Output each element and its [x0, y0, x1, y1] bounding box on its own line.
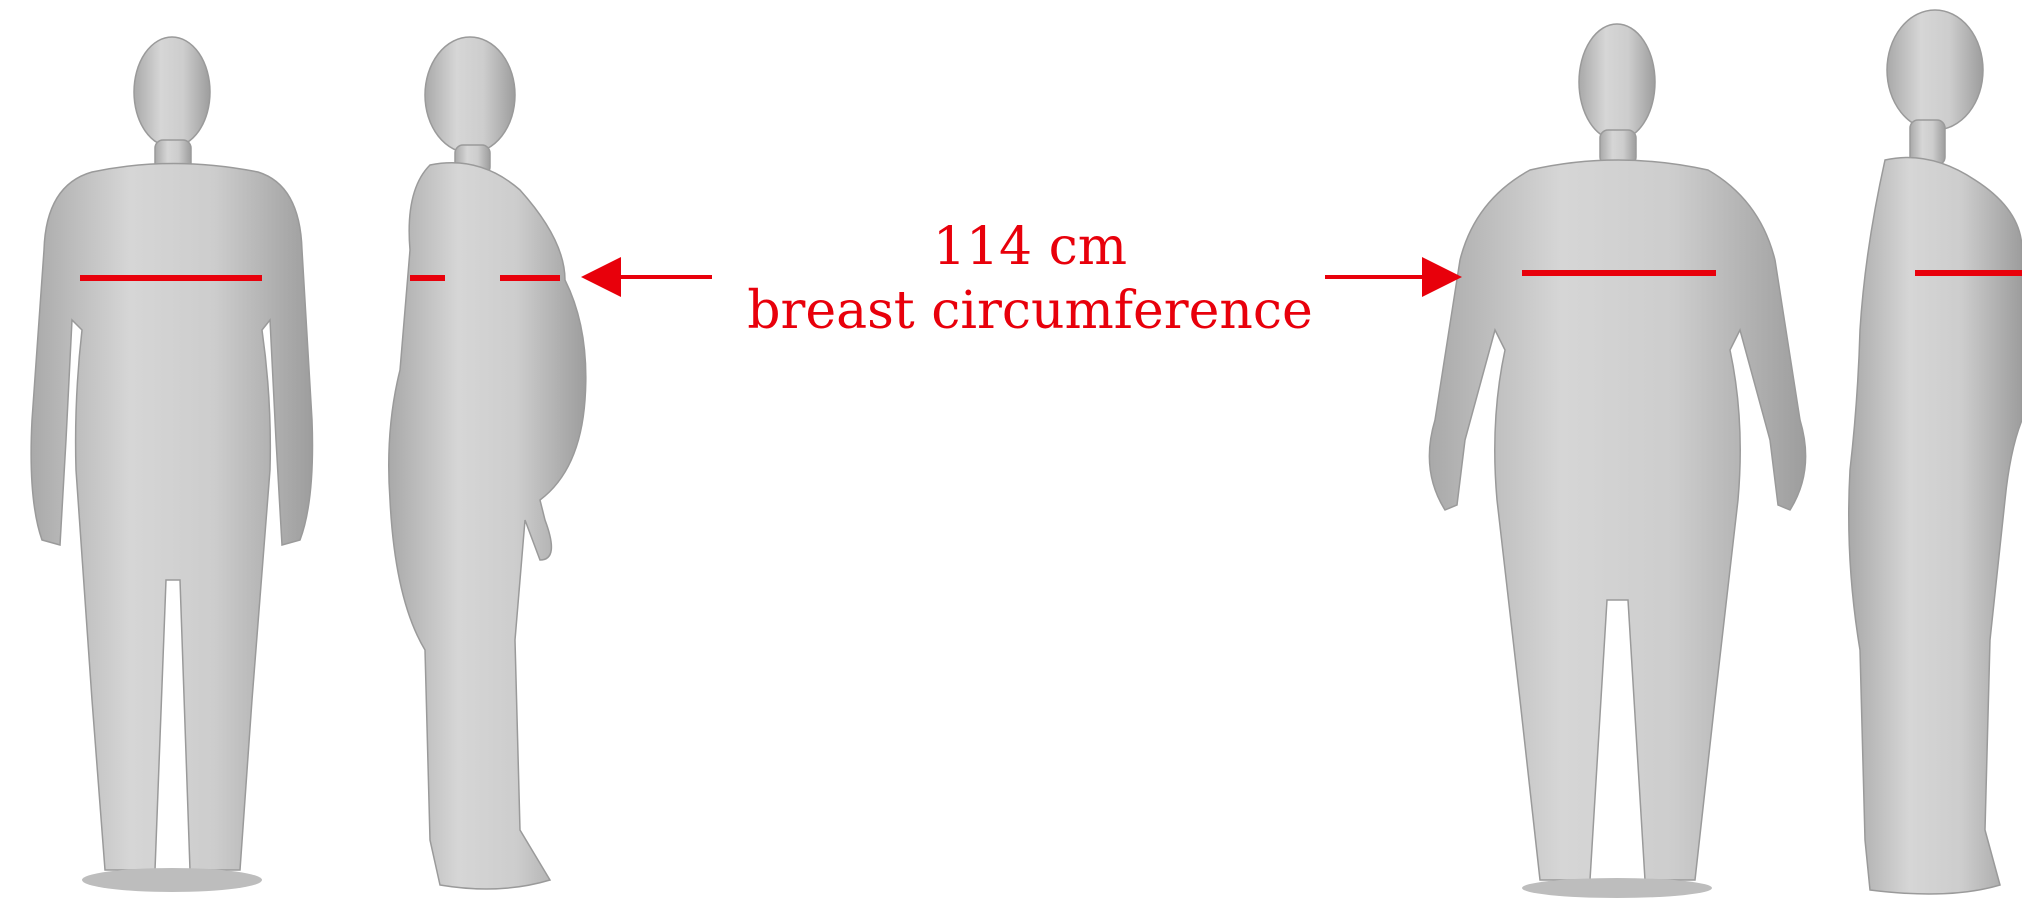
measurement-caption: 114 cm breast circumference — [730, 215, 1330, 343]
side-view-subject-b — [1849, 10, 2022, 894]
measurement-label: breast circumference — [730, 279, 1330, 343]
measurement-value: 114 cm — [730, 215, 1330, 279]
front-view-subject-b — [1429, 24, 1805, 898]
front-view-subject-a — [31, 37, 312, 892]
side-view-subject-a — [389, 37, 586, 889]
